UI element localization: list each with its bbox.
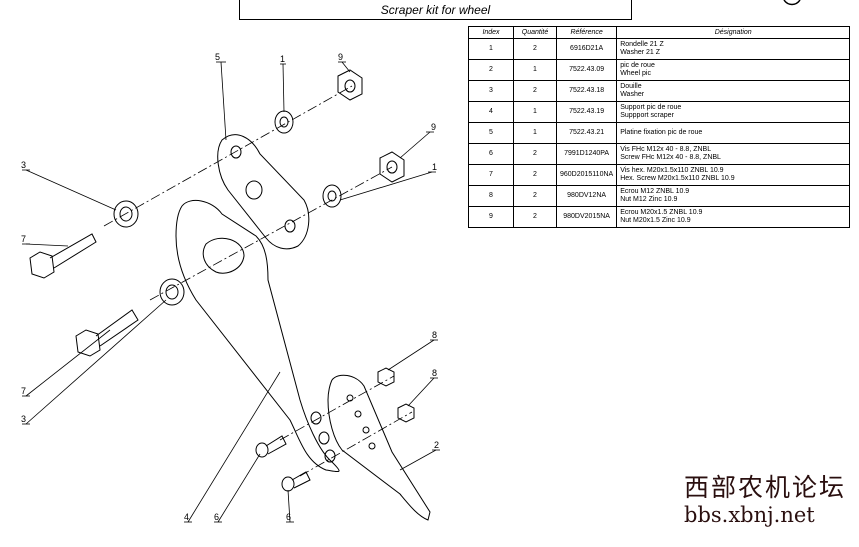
pic-hole-1: [346, 394, 354, 402]
callout-6-right: 6: [286, 512, 291, 522]
leader-lines: [22, 61, 440, 523]
washer-1-lower-hole: [327, 190, 337, 202]
support-hole-2: [318, 431, 330, 445]
assembly-axes: [103, 85, 413, 477]
bushing-3-lower-hole: [165, 284, 179, 300]
nut-9-upper: [337, 69, 363, 101]
callout-5: 5: [215, 52, 220, 62]
pic-hole-3: [362, 426, 370, 434]
washer-1-lower: [322, 184, 342, 208]
bushing-3-upper: [113, 200, 139, 228]
cell-designation: Ecrou M20x1.5 ZNBL 10.9 Nut M20x1.5 Zinc…: [616, 206, 851, 228]
bushing-3-upper-hole: [119, 206, 133, 222]
nut-9-upper-hole: [344, 79, 356, 93]
callout-8-upper: 8: [432, 330, 437, 340]
callout-8-lower: 8: [432, 368, 437, 378]
nut-8-lower: [397, 403, 415, 423]
hex-bolt-7-lower: [75, 309, 139, 357]
wheel-pic-part-2: [327, 374, 431, 521]
watermark-chinese-text: 西部农机论坛: [684, 473, 847, 502]
cell-designation: Platine fixation pic de roue: [616, 122, 851, 144]
pic-hole-4: [368, 442, 376, 450]
support-scraper-part-4: [175, 199, 340, 473]
callout-4: 4: [184, 512, 189, 522]
callout-9-lower: 9: [431, 122, 436, 132]
callout-7-upper: 7: [21, 234, 26, 244]
plate-hole-1: [230, 145, 242, 159]
callout-3-upper: 3: [21, 160, 26, 170]
washer-1-upper: [274, 110, 294, 134]
logo-mark-icon: [783, 0, 801, 6]
callout-7-lower: 7: [21, 386, 26, 396]
washer-1-upper-hole: [279, 116, 289, 128]
plate-bushing: [245, 180, 263, 200]
screw-6-lower: [281, 471, 311, 492]
cell-reference: 980DV2015NA: [555, 206, 618, 228]
nut-9-lower-hole: [386, 160, 398, 174]
screw-6-upper: [255, 435, 287, 458]
hex-bolt-7-upper: [29, 233, 97, 279]
cell-designation: Vis FHc M12x 40 - 8.8, ZNBL Screw FHc M1…: [616, 143, 851, 165]
callout-1-upper: 1: [280, 54, 285, 64]
support-hole-1: [310, 411, 322, 425]
support-slot: [202, 237, 245, 274]
callout-6-left: 6: [214, 512, 219, 522]
callout-2: 2: [434, 440, 439, 450]
nut-9-lower: [379, 151, 405, 183]
callout-1-lower: 1: [432, 162, 437, 172]
forum-watermark: 西部农机论坛 bbs.xbnj.net: [684, 474, 854, 528]
nut-8-upper: [377, 367, 395, 387]
watermark-url: bbs.xbnj.net: [684, 503, 815, 527]
mounting-plate-part-5: [217, 134, 310, 250]
drawing-title: Scraper kit for wheel: [239, 0, 632, 20]
pic-hole-2: [354, 410, 362, 418]
callout-9-upper: 9: [338, 52, 343, 62]
bushing-3-lower: [159, 278, 185, 306]
callout-3-lower: 3: [21, 414, 26, 424]
plate-hole-2: [284, 219, 296, 233]
